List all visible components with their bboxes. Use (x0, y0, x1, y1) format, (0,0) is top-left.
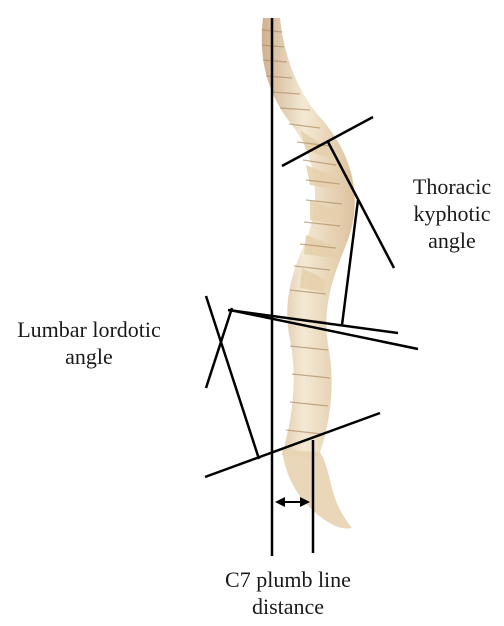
lumbar-lower-perpendicular (206, 296, 259, 459)
thoracic-label-line-3: angle (396, 227, 504, 254)
thoracic-label-line-2: kyphotic (396, 200, 504, 227)
c7-plumb-line-distance-label: C7 plumb line distance (200, 566, 376, 620)
lumbar-lordotic-angle-label: Lumbar lordotic angle (4, 316, 174, 370)
thoracic-label-line-1: Thoracic (396, 173, 504, 200)
lumbar-upper-perpendicular (206, 308, 232, 388)
c7-label-line-1: C7 plumb line (200, 566, 376, 593)
c7-label-line-2: distance (200, 593, 376, 620)
lumbar-label-line-2: angle (4, 343, 174, 370)
thoracic-kyphotic-angle-label: Thoracic kyphotic angle (396, 173, 504, 254)
arrowhead-left (275, 497, 285, 507)
sacrum (282, 450, 352, 528)
lumbar-label-line-1: Lumbar lordotic (4, 316, 174, 343)
